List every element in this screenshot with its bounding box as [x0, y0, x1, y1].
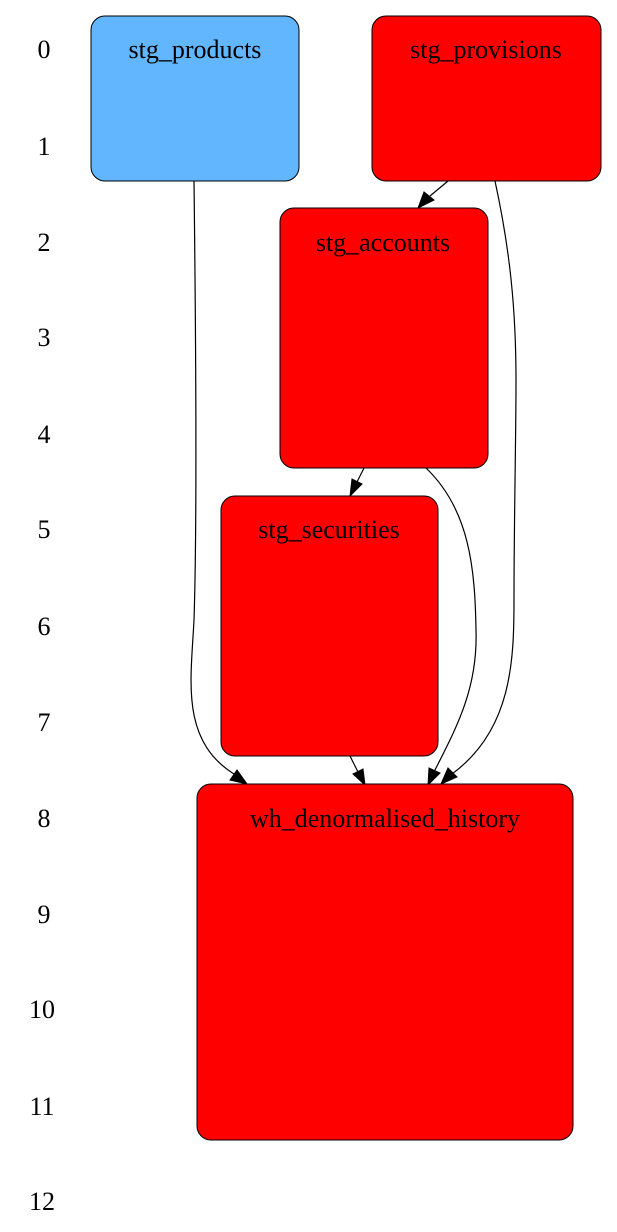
node-label: stg_products — [129, 35, 262, 64]
edge-arrowhead — [427, 767, 441, 787]
edge-accounts-to-securities — [356, 467, 365, 483]
node-box — [90, 15, 300, 182]
edges — [190, 180, 517, 787]
edge-provisions-to-accounts — [429, 180, 449, 197]
node-stg-accounts[interactable]: stg_accounts — [279, 207, 489, 469]
row-label: 6 — [38, 612, 51, 641]
row-label: 12 — [29, 1187, 55, 1216]
node-box — [279, 207, 489, 469]
edge-securities-to-history — [349, 755, 359, 773]
node-stg-securities[interactable]: stg_securities — [220, 495, 439, 757]
node-label: wh_denormalised_history — [250, 804, 520, 833]
row-label: 11 — [29, 1092, 54, 1121]
row-label: 2 — [38, 228, 51, 257]
edge-arrowhead — [229, 769, 249, 785]
node-label: stg_accounts — [316, 228, 450, 257]
edge-accounts-to-history — [425, 467, 477, 773]
row-label: 1 — [38, 132, 51, 161]
edge-arrowhead — [440, 767, 458, 785]
row-label: 0 — [38, 35, 51, 64]
row-label: 5 — [38, 515, 51, 544]
row-label: 7 — [38, 708, 51, 737]
edge-provisions-to-history — [451, 180, 517, 775]
node-wh-denormalised-history[interactable]: wh_denormalised_history — [196, 783, 574, 1141]
row-label: 9 — [38, 900, 51, 929]
row-label: 10 — [29, 995, 55, 1024]
edge-products-to-history — [190, 180, 235, 775]
node-box — [196, 783, 574, 1141]
row-label: 8 — [38, 804, 51, 833]
edge-arrowhead — [417, 191, 435, 210]
node-box — [371, 15, 602, 182]
node-box — [220, 495, 439, 757]
node-stg-products[interactable]: stg_products — [90, 15, 300, 182]
row-label: 4 — [38, 420, 51, 449]
row-labels: 0 1 2 3 4 5 6 7 8 9 10 11 12 — [29, 35, 55, 1216]
node-label: stg_provisions — [410, 35, 562, 64]
node-stg-provisions[interactable]: stg_provisions — [371, 15, 602, 182]
row-label: 3 — [38, 323, 51, 352]
edge-arrowhead — [352, 768, 366, 787]
node-label: stg_securities — [258, 515, 400, 544]
edge-arrowhead — [349, 478, 363, 498]
